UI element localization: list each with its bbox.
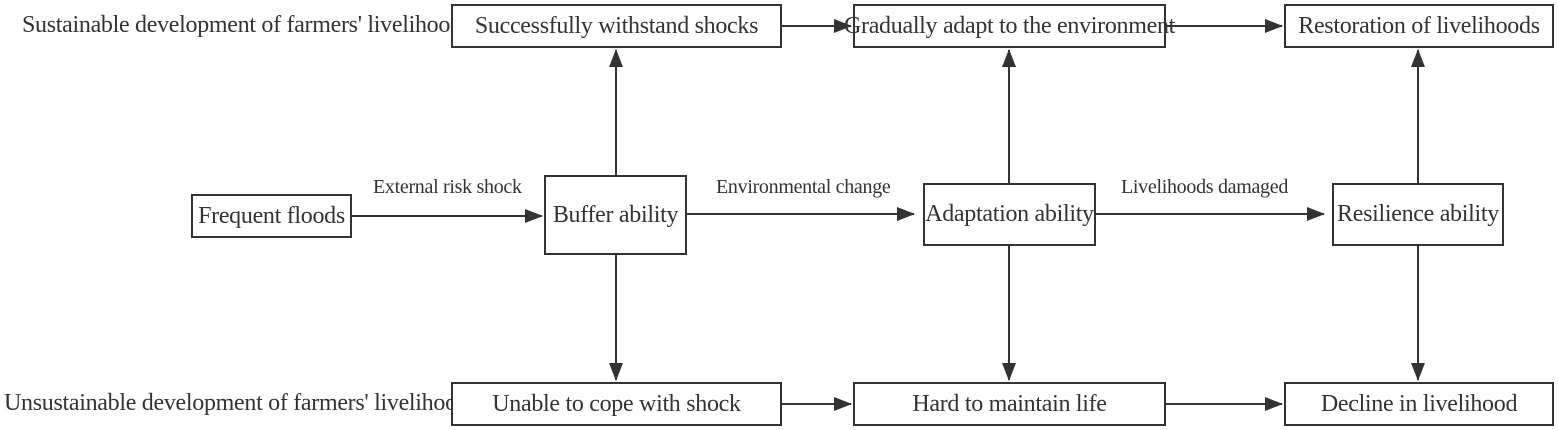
sustainable-row-label: Sustainable development of farmers' live… <box>22 12 469 38</box>
edge-label-livelihoods-damaged: Livelihoods damaged <box>1121 176 1289 198</box>
node-withstand-shocks: Successfully withstand shocks <box>451 4 782 48</box>
node-adapt-environment: Gradually adapt to the environment <box>844 4 1175 48</box>
unsustainable-row-label: Unsustainable development of farmers' li… <box>4 390 475 416</box>
node-buffer-ability: Buffer ability <box>544 175 687 255</box>
edge-label-external-risk-shock: External risk shock <box>373 176 522 198</box>
node-adaptation-ability: Adaptation ability <box>923 183 1096 246</box>
node-unable-cope: Unable to cope with shock <box>451 382 782 426</box>
node-hard-maintain: Hard to maintain life <box>853 382 1166 426</box>
edge-label-environmental-change: Environmental change <box>716 176 891 198</box>
node-restoration: Restoration of livelihoods <box>1284 4 1554 48</box>
node-decline: Decline in livelihood <box>1284 382 1554 426</box>
node-resilience-ability: Resilience ability <box>1332 183 1504 246</box>
node-frequent-floods: Frequent floods <box>191 194 352 238</box>
